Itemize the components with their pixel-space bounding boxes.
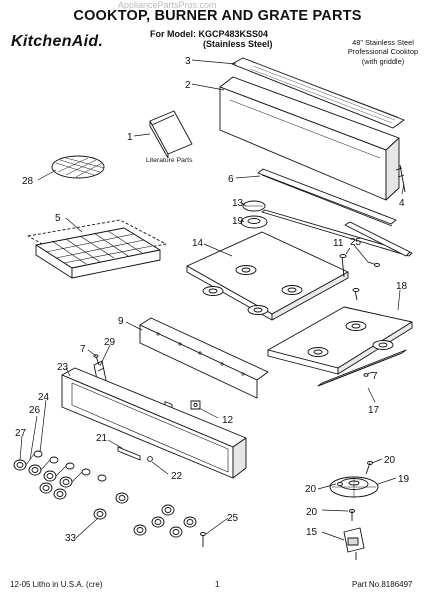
switch-part-12 [190, 400, 201, 410]
callout-29: 29 [104, 337, 116, 348]
callout-27: 27 [15, 428, 27, 439]
callout-21: 21 [96, 433, 108, 444]
screw-part-25-bottom [200, 532, 206, 547]
valve-stems [25, 453, 83, 483]
backguard-vent-panel [231, 57, 405, 129]
knob-set [13, 459, 73, 500]
callout-15: 15 [306, 527, 318, 538]
callout-28: 28 [22, 176, 34, 187]
product-description: 48" Stainless Steel Professional Cooktop… [338, 38, 428, 66]
callout-7-right: 7 [372, 371, 378, 382]
callout-20-a: 20 [384, 455, 396, 466]
callout-2: 2 [185, 80, 191, 91]
description-line-1: 48" Stainless Steel [352, 38, 414, 47]
knob-4 [59, 476, 73, 488]
callout-25-top: 25 [350, 237, 362, 248]
callout-4: 4 [399, 198, 405, 209]
footer-litho: 12-05 Litho in U.S.A. (cre) [10, 580, 103, 589]
footer-page-number: 1 [215, 580, 220, 589]
callout-3: 3 [185, 56, 191, 67]
manifold-panel-9 [139, 317, 269, 410]
screw-part-20-a [365, 461, 373, 475]
orifice-holder-15 [343, 527, 365, 560]
trivet-part-28 [51, 155, 105, 179]
callout-13: 13 [232, 198, 244, 209]
callout-1: 1 [127, 132, 133, 143]
griddle-rail [344, 221, 411, 257]
description-line-3: (with griddle) [361, 56, 405, 66]
description-line-2: Professional Cooktop [347, 47, 419, 57]
knob-6 [53, 488, 67, 500]
grate-part-5 [27, 219, 167, 279]
model-number: For Model: KGCP483KSS04 [150, 29, 269, 39]
callout-11: 11 [333, 238, 344, 249]
callout-17: 17 [368, 405, 380, 416]
screw-part-7-right [363, 371, 374, 377]
footer-part-number: Part No.8186497 [352, 580, 413, 589]
callout-23: 23 [57, 362, 69, 373]
light-part-22 [147, 456, 153, 462]
rear-rail-part-6 [257, 168, 397, 227]
front-rail-part-17 [317, 349, 407, 387]
knob-1 [13, 459, 27, 471]
callout-20-b: 20 [305, 484, 317, 495]
callout-14: 14 [192, 238, 204, 249]
literature-label: Literature Parts [146, 157, 193, 164]
callout-24: 24 [38, 392, 50, 403]
callout-7-left: 7 [80, 344, 86, 355]
literature-booklet [149, 110, 193, 159]
control-panel-23 [61, 367, 247, 479]
leader-lines [19, 59, 405, 541]
knob-2 [28, 464, 42, 476]
side-strip [261, 209, 413, 257]
model-finish: (Stainless Steel) [203, 39, 273, 49]
screw-part-20-c [349, 509, 355, 521]
callout-12: 12 [222, 415, 234, 426]
knob-3 [43, 470, 57, 482]
callout-9: 9 [118, 316, 124, 327]
callout-25-bottom: 25 [227, 513, 239, 524]
watermark: AppliancePartsPros.com [118, 0, 217, 10]
screw-part-25-top [367, 261, 380, 267]
callout-numbers: 3 2 1 28 6 4 5 13 19 14 11 25 18 9 7 29 … [15, 56, 410, 544]
page-title: COOKTOP, BURNER AND GRATE PARTS [73, 8, 362, 24]
screw-part-20-b [337, 482, 343, 486]
callout-5: 5 [55, 213, 61, 224]
backguard-panel [219, 76, 400, 201]
screw-part-4 [395, 164, 406, 193]
burner-tray-18 [267, 306, 413, 375]
burner-head-19 [240, 215, 268, 229]
callout-26: 26 [29, 405, 41, 416]
callout-22: 22 [171, 471, 183, 482]
badge-part-21 [117, 446, 141, 461]
brand-logo: KitchenAid. [11, 33, 104, 50]
callout-19-bottom: 19 [398, 474, 410, 485]
screw-part-11 [339, 254, 360, 301]
callout-20-c: 20 [306, 507, 318, 518]
cooktop-burner-tray-14 [186, 231, 349, 321]
burner-base-19 [329, 476, 379, 498]
callout-19-top: 19 [232, 216, 244, 227]
knob-5 [39, 482, 53, 494]
callout-33: 33 [65, 533, 77, 544]
callout-6: 6 [228, 174, 234, 185]
bezel-row-upper [33, 450, 107, 482]
knob-row-lower [93, 492, 197, 538]
burner-cap-13 [242, 200, 266, 212]
callout-18: 18 [396, 281, 408, 292]
